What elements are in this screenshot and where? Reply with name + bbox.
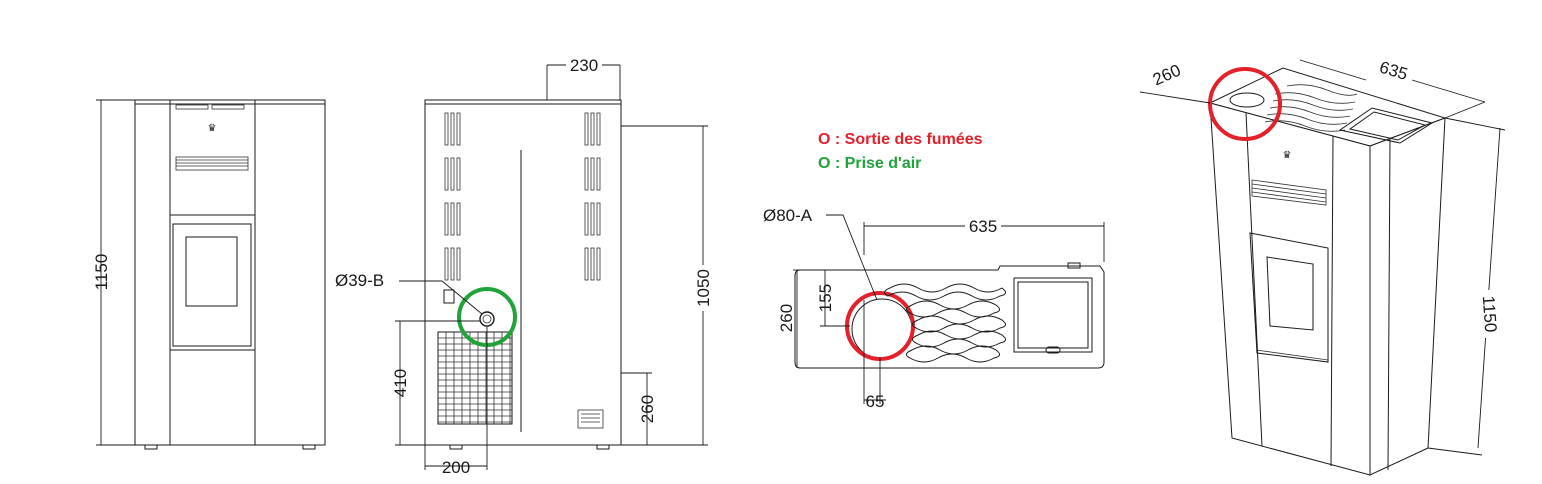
legend-smoke-symbol: O: [818, 131, 830, 148]
rear-grille: [437, 331, 513, 425]
side-lower-height-label: 260: [638, 395, 657, 423]
legend: O : Sortie des fumées O : Prise d'air: [818, 131, 983, 172]
top-depth-label: 260: [777, 304, 796, 332]
legend-air-intake: O : Prise d'air: [818, 155, 921, 172]
inlet-offset-label: 200: [442, 458, 470, 477]
legend-smoke-outlet: O : Sortie des fumées: [818, 131, 983, 148]
iso-depth-label: 260: [1150, 61, 1184, 90]
legend-smoke-text: : Sortie des fumées: [830, 131, 982, 148]
side-view: 230: [335, 55, 713, 477]
iso-crown-logo-icon: ♛: [1283, 150, 1292, 161]
side-height-label: 1050: [694, 269, 713, 307]
iso-height-label: 1150: [1479, 295, 1501, 333]
front-view: 1150 ♛: [92, 99, 326, 450]
side-top-depth-label: 230: [570, 56, 598, 75]
flue-depth-label: 155: [816, 284, 835, 312]
crown-logo-icon: ♛: [208, 123, 217, 134]
flue-label: Ø80-A: [763, 206, 813, 225]
top-width-label: 635: [969, 217, 997, 236]
flue-offset-label: 65: [866, 392, 885, 411]
top-view: Ø80-A 635 260 155 65: [763, 206, 1105, 411]
iso-width-label: 635: [1377, 58, 1410, 84]
iso-view: ♛ 260 635 1150: [1139, 58, 1506, 476]
iso-smoke-outlet-marker: [1208, 67, 1282, 141]
front-height-label: 1150: [92, 254, 111, 291]
legend-air-text: : Prise d'air: [830, 155, 921, 172]
top-vent-waves: [884, 283, 1006, 363]
smoke-outlet-marker: [845, 291, 915, 361]
inlet-height-label: 410: [391, 369, 410, 397]
legend-air-symbol: O: [818, 155, 830, 172]
air-inlet-label: Ø39-B: [335, 271, 384, 290]
